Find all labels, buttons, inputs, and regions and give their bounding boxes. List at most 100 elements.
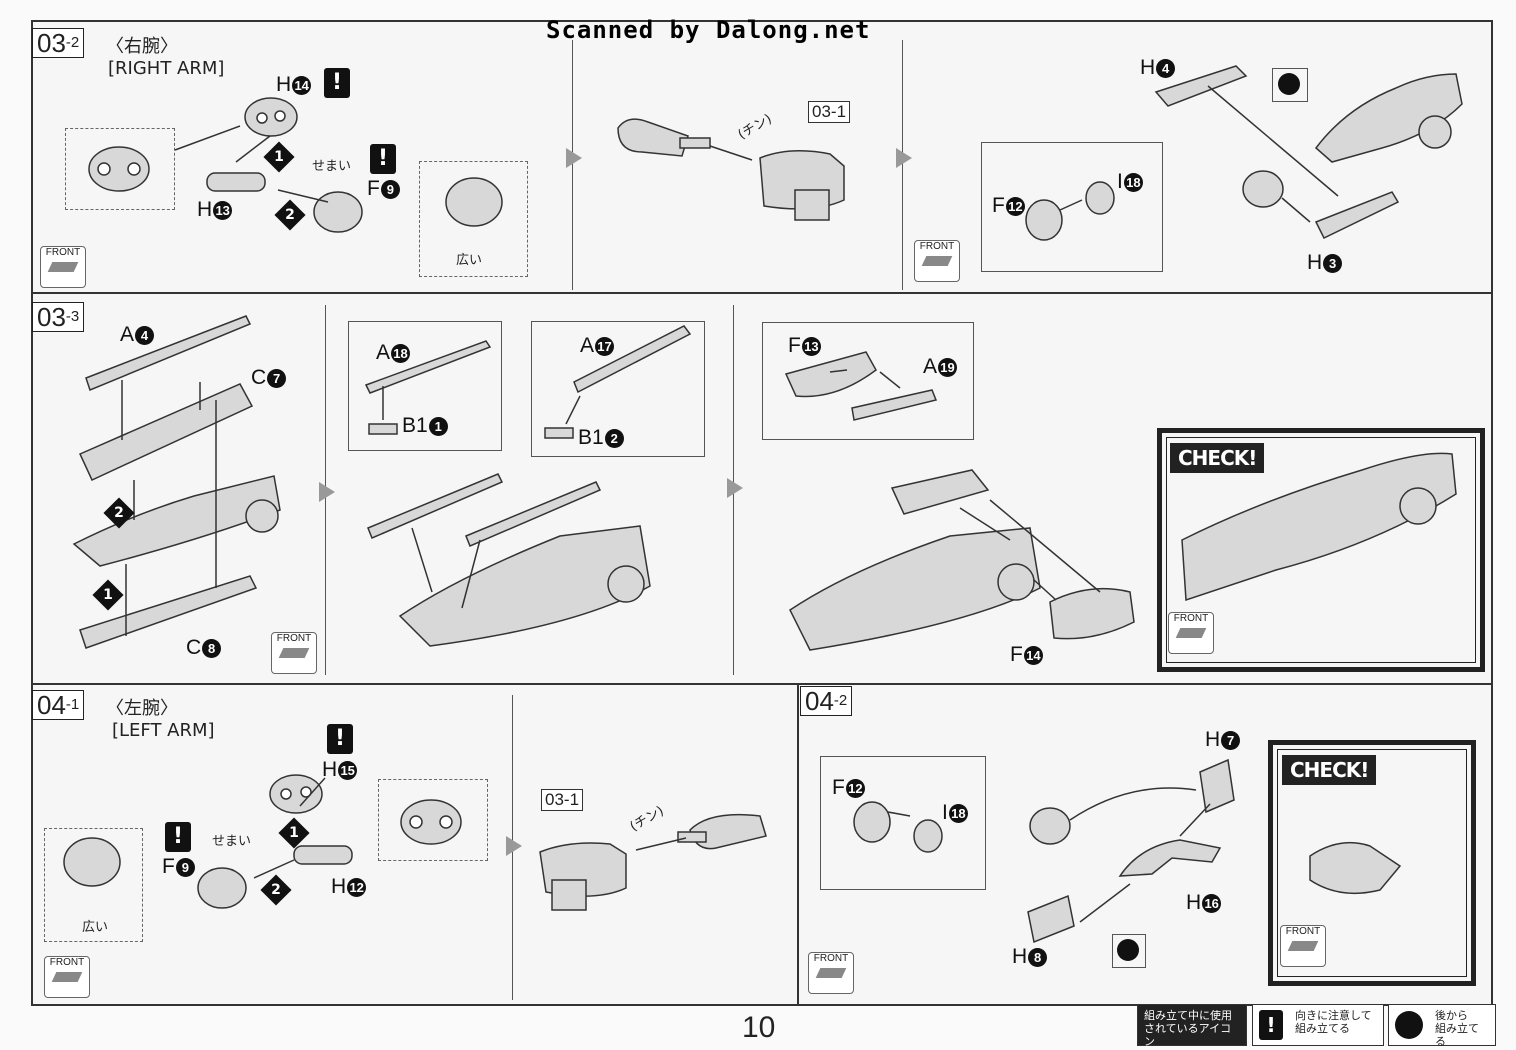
legend-text: 組み立てる: [1295, 1022, 1350, 1035]
part-letter: I: [1117, 170, 1123, 193]
section-title-en: [RIGHT ARM]: [108, 58, 225, 79]
part-letter: H: [1307, 251, 1323, 274]
step-number: 1: [274, 149, 284, 165]
part-letter: H: [331, 875, 347, 898]
divider: [31, 683, 1493, 685]
wide-label: 広い: [456, 253, 483, 268]
front-text: FRONT: [919, 241, 955, 252]
section-main: 03: [37, 28, 66, 58]
step-number: 2: [271, 882, 281, 898]
part-letter: B1: [402, 414, 428, 437]
step-marker: 2: [260, 874, 292, 906]
front-icon: FRONT: [808, 952, 854, 994]
part-letter: H: [1140, 56, 1156, 79]
detail-box: [44, 828, 143, 942]
legend-rear: 後から 組み立てる: [1388, 1004, 1496, 1048]
section-title-jp: 〈左腕〉: [106, 698, 178, 719]
part-letter: F: [788, 334, 801, 357]
detail-box: [981, 142, 1163, 272]
rear-assembly-icon: [1395, 1011, 1423, 1039]
part-number: 9: [380, 179, 400, 199]
front-icon: FRONT: [1280, 925, 1326, 967]
part-letter: A: [580, 334, 595, 357]
warning-icon: !: [1259, 1010, 1283, 1040]
part-number: 17: [595, 336, 615, 356]
part-letter: A: [376, 341, 391, 364]
part-letter: C: [251, 366, 267, 389]
divider: [31, 292, 1493, 294]
divider: [797, 684, 799, 1006]
check-badge: CHECK!: [1170, 443, 1265, 473]
step-marker: 1: [278, 817, 310, 849]
rear-assembly-icon: [1272, 68, 1308, 102]
part-letter: B1: [578, 426, 604, 449]
step-number: 1: [289, 825, 299, 841]
section-title-jp: 〈右腕〉: [106, 36, 178, 57]
part-number: 15: [338, 760, 358, 780]
step-number: 2: [114, 505, 124, 521]
part-number: 12: [347, 877, 367, 897]
part-letter: H: [1012, 945, 1028, 968]
step-marker: 1: [92, 579, 124, 611]
detail-box: [419, 161, 528, 277]
section-number: 04-2: [800, 686, 853, 716]
part-number: 4: [135, 325, 155, 345]
part-number: 4: [1156, 58, 1176, 78]
part-letter: H: [276, 73, 292, 96]
part-number: 7: [1221, 730, 1241, 750]
step-marker: 2: [274, 199, 306, 231]
front-text: FRONT: [49, 957, 85, 968]
step-marker: 1: [263, 141, 295, 173]
step-reference: 03-1: [541, 789, 584, 811]
section-sub: 1: [70, 696, 80, 713]
step-marker: 2: [103, 497, 135, 529]
part-number: 7: [267, 368, 287, 388]
part-letter: A: [120, 323, 135, 346]
front-text: FRONT: [45, 247, 81, 258]
next-arrow-icon: [506, 836, 522, 856]
section-title-en: [LEFT ARM]: [112, 720, 215, 741]
narrow-label: せまい: [212, 834, 252, 849]
part-number: 18: [948, 803, 968, 823]
warning-icon: !: [327, 724, 353, 754]
section-sub: 2: [838, 692, 848, 709]
legend-text: 組み立てる: [1435, 1022, 1479, 1048]
part-number: 8: [202, 638, 222, 658]
rear-assembly-icon: [1112, 934, 1146, 968]
section-number: 04-1: [32, 690, 85, 720]
detail-box: [348, 321, 502, 451]
detail-box: [531, 321, 705, 457]
front-icon: FRONT: [1168, 612, 1214, 654]
part-number: 12: [1005, 196, 1025, 216]
part-letter: F: [832, 776, 845, 799]
part-number: 9: [175, 857, 195, 877]
part-letter: H: [1205, 728, 1221, 751]
section-main: 04: [37, 690, 66, 720]
part-number: 13: [801, 336, 821, 356]
warning-icon: !: [324, 68, 350, 98]
part-number: 8: [1028, 947, 1048, 967]
check-panel: [1157, 428, 1485, 672]
step-number: 1: [103, 587, 113, 603]
legend-text: 向きに注意して: [1295, 1009, 1372, 1022]
part-number: 2: [604, 428, 624, 448]
icon-legend-title: 組み立て中に使用 されているアイコン: [1137, 1004, 1247, 1048]
scan-credit: Scanned by Dalong.net: [546, 16, 871, 44]
next-arrow-icon: [727, 478, 743, 498]
part-number: 14: [1023, 645, 1043, 665]
section-main: 03: [37, 302, 66, 332]
front-icon: FRONT: [271, 632, 317, 674]
